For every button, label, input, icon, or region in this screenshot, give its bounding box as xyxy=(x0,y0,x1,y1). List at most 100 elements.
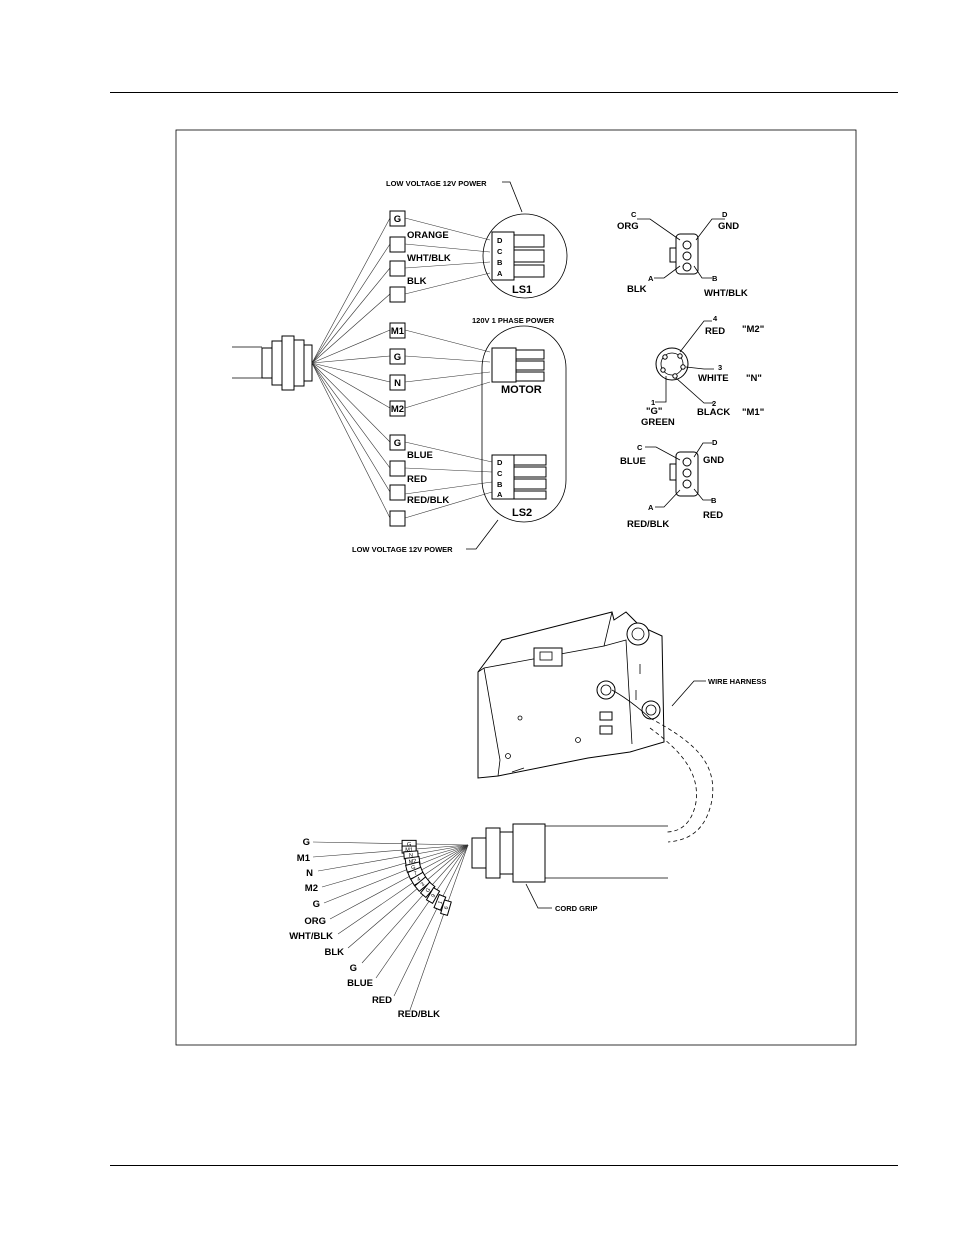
lead-label: BLUE xyxy=(347,978,373,989)
motor-pin-4-tag: "M2" xyxy=(742,324,764,335)
fanout-line xyxy=(311,362,391,493)
lead-wire xyxy=(393,844,469,997)
ls2-pin-a-color: RED/BLK xyxy=(627,519,669,530)
ls2-pin-c-color: BLUE xyxy=(620,456,646,467)
motor-pin-3: 3 xyxy=(718,363,722,372)
header-rule xyxy=(110,92,898,93)
terminal-box-label: G xyxy=(394,438,401,449)
cord-grip xyxy=(471,823,668,883)
motor-pin-2-tag: "M1" xyxy=(742,407,764,418)
ls1-power-label: LOW VOLTAGE 12V POWER xyxy=(386,179,487,188)
lead-tag-label: M1 xyxy=(405,848,413,854)
ls1-pin-c-color: ORG xyxy=(617,221,639,232)
lead-label: RED/BLK xyxy=(398,1009,440,1020)
wire-label-orange: ORANGE xyxy=(407,230,449,241)
wire-label-wht-blk: WHT/BLK xyxy=(407,253,451,264)
ls2-pin-d: D xyxy=(712,438,718,447)
lead-label: M2 xyxy=(305,883,318,894)
fanout-line xyxy=(311,267,391,364)
motor-pin-4-color: RED xyxy=(705,326,725,337)
motor-power-label: 120V 1 PHASE POWER xyxy=(472,316,555,325)
lead-tag-label: 3 xyxy=(420,882,426,889)
lead-tag: 3 xyxy=(414,876,431,893)
motor-connector xyxy=(491,347,545,383)
actuator-housing xyxy=(477,611,665,779)
terminal-box xyxy=(389,236,406,253)
ls2-pinout xyxy=(645,442,712,508)
terminal-box xyxy=(389,510,406,527)
motor-label: MOTOR xyxy=(501,384,542,396)
lead-tag-label: M2 xyxy=(408,858,416,865)
svg-text:D: D xyxy=(497,236,503,245)
ls2-pin-c: C xyxy=(637,443,643,452)
ls2-connector: D C B A xyxy=(491,454,547,500)
lead-label: BLK xyxy=(324,947,344,958)
fanout-line xyxy=(311,362,391,443)
svg-text:B: B xyxy=(497,480,503,489)
terminal-box-label: G xyxy=(394,214,401,225)
fanout-line xyxy=(311,217,391,364)
lead-label: G xyxy=(303,837,310,848)
lead-tag-label: 6 xyxy=(444,906,451,911)
fanout-line xyxy=(311,243,391,364)
ls2-pin-d-color: GND xyxy=(703,455,724,466)
lead-wire xyxy=(321,844,469,888)
lead-wire xyxy=(312,844,469,858)
lead-label: RED xyxy=(372,995,392,1006)
cord-grip-leader xyxy=(525,883,552,909)
lead-tag-label: 7 xyxy=(413,871,418,878)
motor-pin-2-color: BLACK xyxy=(697,407,730,418)
fanout-line xyxy=(311,362,391,469)
lead-label: N xyxy=(306,868,313,879)
lead-wire xyxy=(375,844,469,979)
lead-label: ORG xyxy=(304,916,326,927)
lead-tag: 6 xyxy=(440,899,452,917)
terminal-box xyxy=(389,210,406,227)
fanout-line xyxy=(311,362,391,519)
svg-text:A: A xyxy=(497,490,503,499)
ls1-pin-c: C xyxy=(631,210,637,219)
fanout-line xyxy=(311,362,391,383)
motor-pin-3-tag: "N" xyxy=(746,373,762,384)
harness-cable xyxy=(611,689,714,843)
footer-rule xyxy=(110,1165,898,1166)
wire-harness-leader xyxy=(671,680,706,707)
motor-pin-4: 4 xyxy=(713,314,718,323)
terminal-box xyxy=(389,322,406,339)
terminal-box xyxy=(389,286,406,303)
lead-tag-label: G xyxy=(407,842,411,848)
ls2-label: LS2 xyxy=(512,507,532,519)
ls1-pin-b: B xyxy=(712,274,718,283)
ls2-pin-a: A xyxy=(648,503,654,512)
ls1-label: LS1 xyxy=(512,284,532,296)
wire-label-red-blk: RED/BLK xyxy=(407,495,449,506)
motor-pinout xyxy=(655,320,714,404)
svg-text:D: D xyxy=(497,458,503,467)
lead-wire xyxy=(337,844,469,935)
lead-tag: G xyxy=(419,881,436,899)
lead-tag-label: G xyxy=(425,887,432,894)
ls1-pin-d-color: GND xyxy=(718,221,739,232)
ls1-leader xyxy=(502,181,523,213)
lead-wire xyxy=(312,841,469,846)
lead-wire xyxy=(317,844,469,872)
terminal-box xyxy=(389,348,406,365)
fanout-line xyxy=(311,362,391,409)
lead-tag-label: G xyxy=(411,865,417,872)
lead-label: G xyxy=(350,963,357,974)
ls1-connector: D C B A xyxy=(482,213,568,299)
ls1-pin-b-color: WHT/BLK xyxy=(704,288,748,299)
cord-grip-label: CORD GRIP xyxy=(555,904,598,913)
terminal-box-label: N xyxy=(394,378,401,389)
lead-wire xyxy=(361,844,469,964)
lead-tag-label: 4 xyxy=(416,876,422,883)
figure-frame xyxy=(175,129,857,1046)
terminal-box xyxy=(389,260,406,277)
svg-text:A: A xyxy=(497,269,503,278)
lead-wire xyxy=(409,844,469,1011)
terminal-box xyxy=(389,400,406,417)
ls2-power-label: LOW VOLTAGE 12V POWER xyxy=(352,545,453,554)
